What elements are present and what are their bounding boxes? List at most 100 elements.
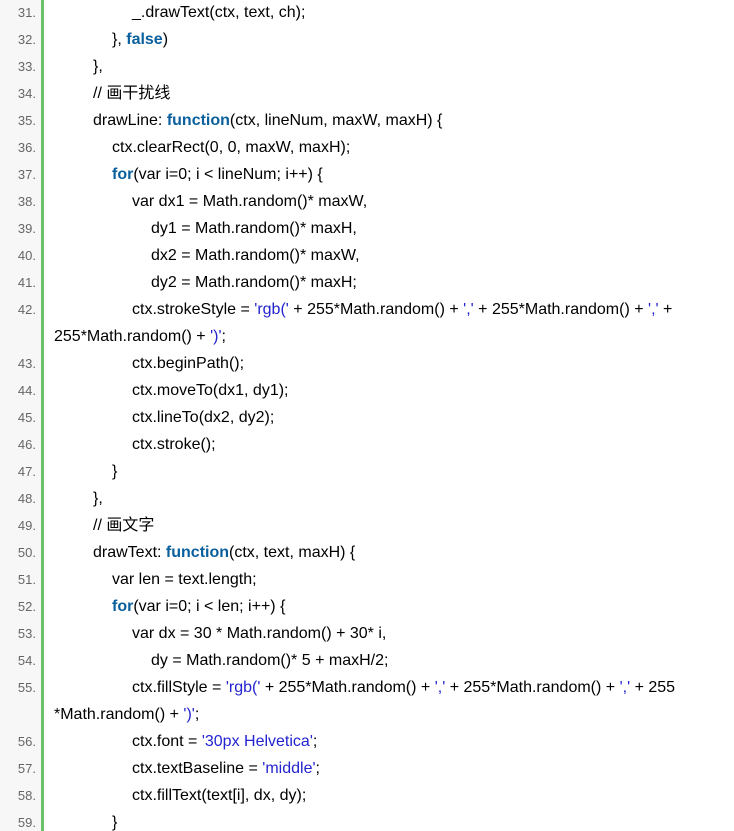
line-number-gutter: [0, 0, 44, 831]
code-text: },: [93, 485, 103, 512]
code-keyword: for: [112, 598, 134, 615]
code-text: // 画文字: [93, 512, 154, 539]
code-line: 37. for(var i=0; i < lineNum; i++) {: [0, 161, 734, 188]
line-number: 35.: [17, 113, 36, 128]
code-text: for(var i=0; i < lineNum; i++) {: [112, 161, 323, 188]
code-string: ',': [648, 301, 659, 318]
line-number: 56.: [17, 734, 36, 749]
code-token: },: [112, 31, 127, 48]
code-line: 55.ctx.fillStyle = 'rgb(' + 255*Math.ran…: [0, 674, 734, 728]
code-token: +: [658, 301, 673, 318]
code-text: for(var i=0; i < len; i++) {: [112, 593, 285, 620]
code-line: 40. dx2 = Math.random()* maxW,: [0, 242, 734, 269]
code-line: 39.dy1 = Math.random()* maxH,: [0, 215, 734, 242]
code-string: 'middle': [262, 760, 316, 777]
code-text: ctx.fillStyle = 'rgb(' + 255*Math.random…: [132, 674, 675, 701]
line-number: 31.: [17, 5, 36, 20]
code-token: ctx.lineTo(dx2, dy2);: [132, 409, 275, 426]
code-token: }: [112, 814, 118, 831]
code-token: dx2 = Math.random()* maxW,: [151, 247, 360, 264]
code-token: + 255*Math.random() +: [445, 679, 620, 696]
code-text: ctx.clearRect(0, 0, maxW, maxH);: [112, 134, 350, 161]
code-token: ctx.beginPath();: [132, 355, 245, 372]
code-line: 48.},: [0, 485, 734, 512]
code-keyword: false: [126, 31, 163, 48]
code-keyword: function: [166, 112, 230, 129]
line-number: 38.: [17, 194, 36, 209]
code-text: ctx.stroke();: [132, 431, 216, 458]
code-comment: // 画干扰线: [93, 85, 171, 102]
code-text: ctx.beginPath();: [132, 350, 244, 377]
code-text: drawLine: function(ctx, lineNum, maxW, m…: [93, 107, 442, 134]
code-token: ;: [312, 733, 318, 750]
code-token: var len = text.length;: [112, 571, 257, 588]
code-line: 59.}: [0, 809, 734, 831]
code-token: ;: [194, 706, 200, 723]
code-token: drawText:: [93, 544, 166, 561]
code-line: 44. ctx.moveTo(dx1, dy1);: [0, 377, 734, 404]
code-keyword: function: [165, 544, 230, 561]
code-token: dy = Math.random()* 5 + maxH/2;: [151, 652, 389, 669]
code-line: 34. // 画干扰线: [0, 80, 734, 107]
line-number: 58.: [17, 788, 36, 803]
code-line: 47.}: [0, 458, 734, 485]
line-number: 36.: [17, 140, 36, 155]
code-text: }: [112, 809, 117, 831]
line-number: 34.: [17, 86, 36, 101]
line-number: 46.: [17, 437, 36, 452]
line-number: 45.: [17, 410, 36, 425]
code-token: },: [93, 490, 103, 507]
line-number: 37.: [17, 167, 36, 182]
code-text: dy = Math.random()* 5 + maxH/2;: [151, 647, 388, 674]
code-line: 51.var len = text.length;: [0, 566, 734, 593]
code-text: ctx.textBaseline = 'middle';: [132, 755, 320, 782]
code-token: },: [93, 58, 103, 75]
code-token: ctx.font =: [132, 733, 202, 750]
code-token: dy1 = Math.random()* maxH,: [151, 220, 357, 237]
line-number: 32.: [17, 32, 36, 47]
code-text: }: [112, 458, 117, 485]
code-line: 52.for(var i=0; i < len; i++) {: [0, 593, 734, 620]
code-token: ctx.fillStyle =: [132, 679, 226, 696]
line-number: 33.: [17, 59, 36, 74]
code-line: 32.}, false): [0, 26, 734, 53]
code-text: ctx.strokeStyle = 'rgb(' + 255*Math.rand…: [132, 296, 672, 323]
code-token: ): [162, 31, 169, 48]
code-line: 33.},: [0, 53, 734, 80]
code-text: },: [93, 53, 103, 80]
code-line: 54. dy = Math.random()* 5 + maxH/2;: [0, 647, 734, 674]
line-number: 43.: [17, 356, 36, 371]
code-text: ctx.lineTo(dx2, dy2);: [132, 404, 274, 431]
code-token: 255*Math.random() +: [54, 328, 211, 345]
code-token: + 255: [630, 679, 676, 696]
code-line: 35. drawLine: function(ctx, lineNum, maxW…: [0, 107, 734, 134]
code-token: ctx.strokeStyle =: [132, 301, 255, 318]
code-text: _.drawText(ctx, text, ch);: [132, 0, 305, 26]
code-token: ctx.moveTo(dx1, dy1);: [132, 382, 289, 399]
code-text: drawText: function(ctx, text, maxH) {: [93, 539, 355, 566]
code-line: 53.var dx = 30 * Math.random() + 30* i,: [0, 620, 734, 647]
line-number: 48.: [17, 491, 36, 506]
code-line: 50.drawText: function(ctx, text, maxH) {: [0, 539, 734, 566]
line-number: 59.: [17, 815, 36, 830]
code-line: 49.// 画文字: [0, 512, 734, 539]
code-token: ;: [315, 760, 320, 777]
code-token: }: [112, 463, 118, 480]
code-token: var dx = 30 * Math.random() + 30* i,: [132, 625, 387, 642]
code-token: + 255*Math.random() +: [260, 679, 435, 696]
code-line: 58.ctx.fillText(text[i], dx, dy);: [0, 782, 734, 809]
line-number: 42.: [17, 302, 36, 317]
code-line: 56.ctx.font = '30px Helvetica';: [0, 728, 734, 755]
code-text: ctx.moveTo(dx1, dy1);: [132, 377, 289, 404]
line-number: 41.: [17, 275, 36, 290]
line-number: 54.: [17, 653, 36, 668]
code-token: drawLine:: [93, 112, 167, 129]
code-string: ')': [183, 706, 195, 723]
line-number: 40.: [17, 248, 36, 263]
code-line: 46. ctx.stroke();: [0, 431, 734, 458]
line-number: 44.: [17, 383, 36, 398]
code-token: (var i=0; i < len; i++) {: [133, 598, 286, 615]
code-token: var dx1 = Math.random()* maxW,: [132, 193, 368, 210]
